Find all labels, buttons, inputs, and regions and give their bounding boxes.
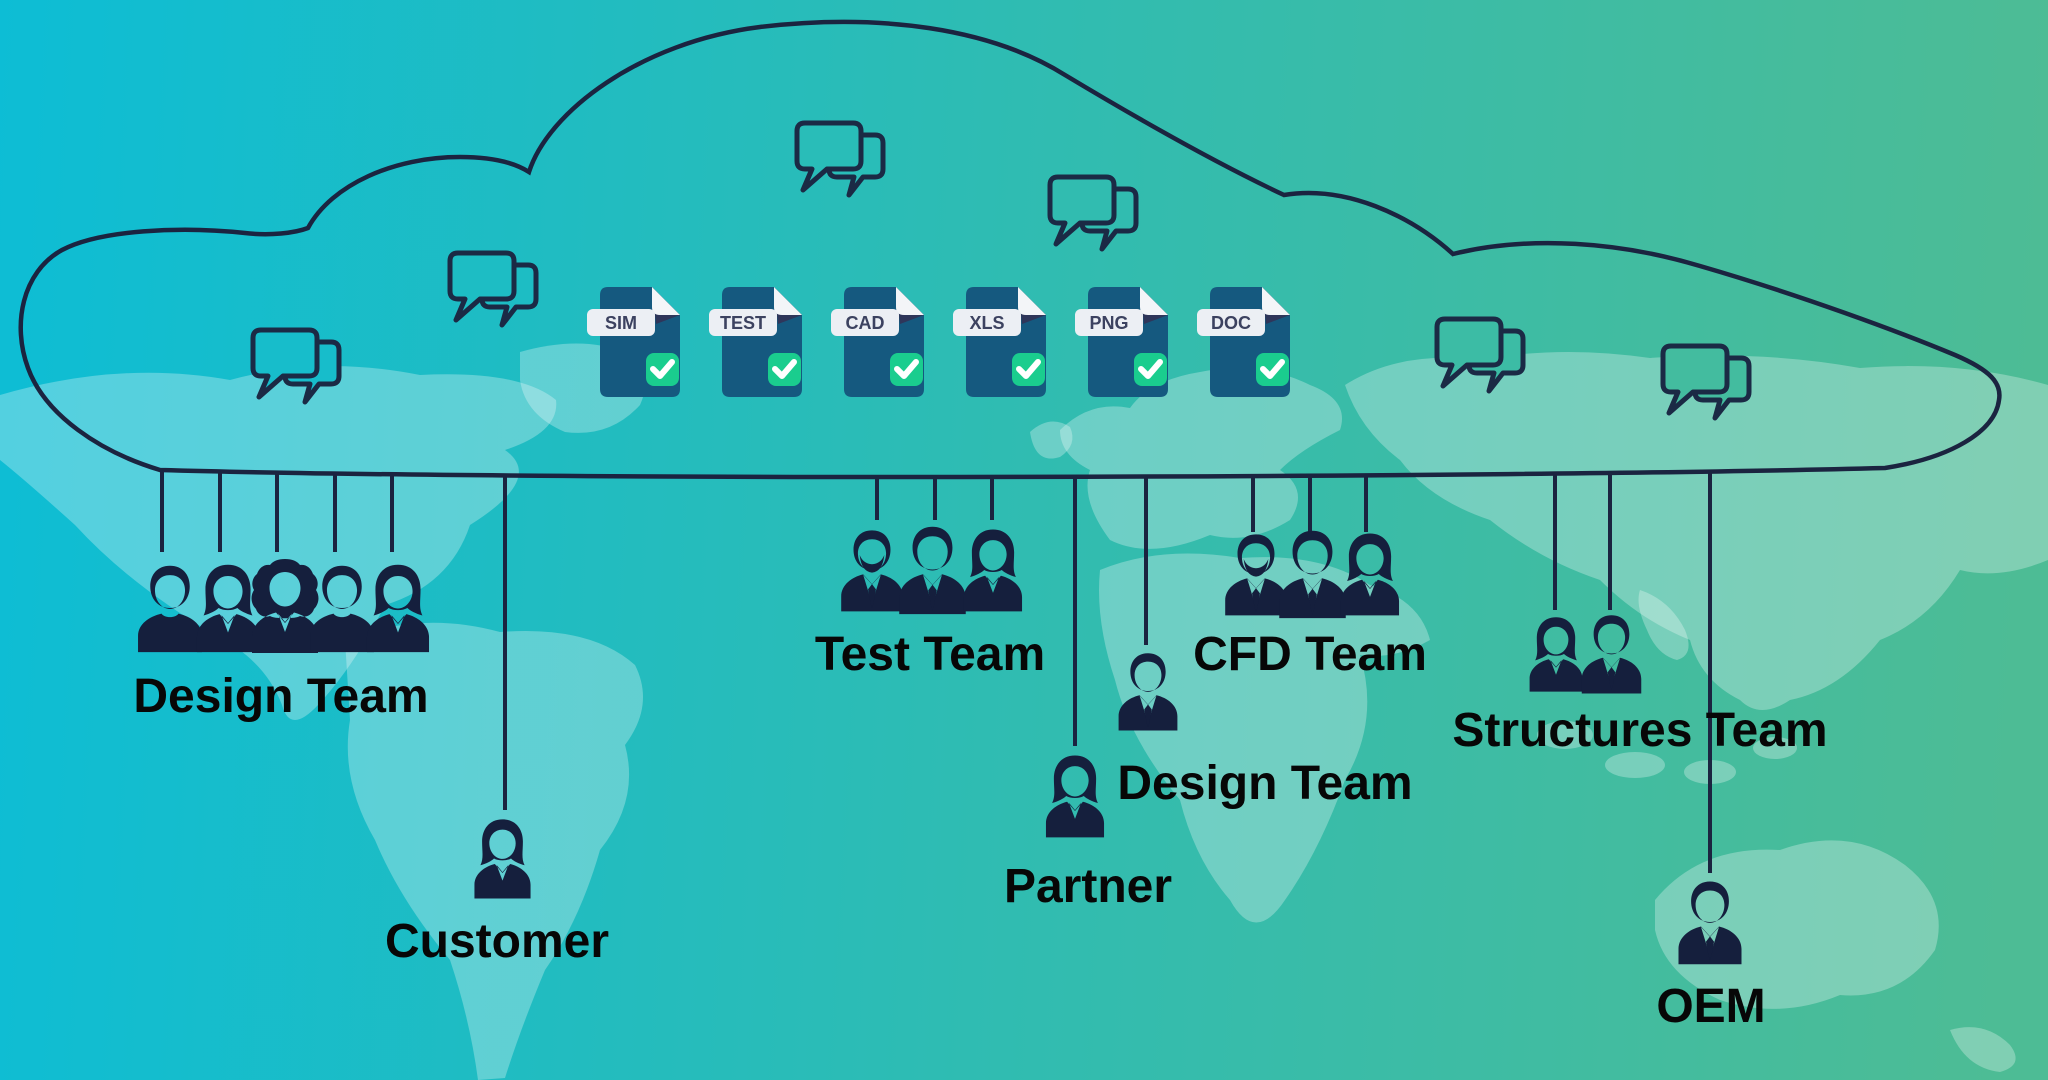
map-japan xyxy=(1638,590,1689,660)
map-island xyxy=(1537,721,1593,749)
group-label: OEM xyxy=(1656,980,1765,1033)
group-oem: OEM xyxy=(1656,881,1766,1033)
map-asia xyxy=(1345,351,2048,710)
file-label: DOC xyxy=(1211,313,1251,333)
group-test-team: Test Team xyxy=(815,526,1045,681)
map-island xyxy=(1753,737,1797,759)
map-africa xyxy=(1099,553,1430,923)
file-icon-xls: XLS xyxy=(953,287,1046,397)
group-label: Design Team xyxy=(133,670,428,723)
file-label: TEST xyxy=(720,313,766,333)
group-structures-team: Structures Team xyxy=(1452,615,1828,757)
file-icon-png: PNG xyxy=(1075,287,1168,397)
map-new-zealand xyxy=(1950,1027,2016,1072)
file-icon-sim: SIM xyxy=(587,287,680,397)
file-label: PNG xyxy=(1089,313,1128,333)
file-icon-doc: DOC xyxy=(1197,287,1290,397)
group-label: Customer xyxy=(385,915,609,968)
map-uk xyxy=(1030,421,1073,459)
file-icon-test: TEST xyxy=(709,287,802,397)
file-label: CAD xyxy=(846,313,885,333)
group-cfd-team: CFD Team xyxy=(1193,530,1427,681)
group-label: Structures Team xyxy=(1452,704,1827,757)
group-partner: Partner xyxy=(1004,755,1172,913)
group-customer: Customer xyxy=(385,819,609,968)
group-label: CFD Team xyxy=(1193,628,1427,681)
group-label: Test Team xyxy=(815,628,1045,681)
cloud-outline xyxy=(18,19,2002,480)
map-australia xyxy=(1655,840,1939,1009)
map-south-america xyxy=(345,622,643,1080)
connector-lines xyxy=(160,470,1712,873)
group-design-team-left: Design Team xyxy=(133,559,430,723)
file-label: XLS xyxy=(969,313,1004,333)
map-europe xyxy=(1060,368,1342,549)
file-label: SIM xyxy=(605,313,637,333)
group-design-team-middle: Design Team xyxy=(1117,653,1413,810)
group-label: Design Team xyxy=(1117,757,1412,810)
map-island xyxy=(1605,752,1665,778)
group-label: Partner xyxy=(1004,860,1172,913)
file-icon-cad: CAD xyxy=(831,287,924,397)
file-icons-row: SIM TEST CAD XLS PNG DOC xyxy=(587,287,1290,397)
